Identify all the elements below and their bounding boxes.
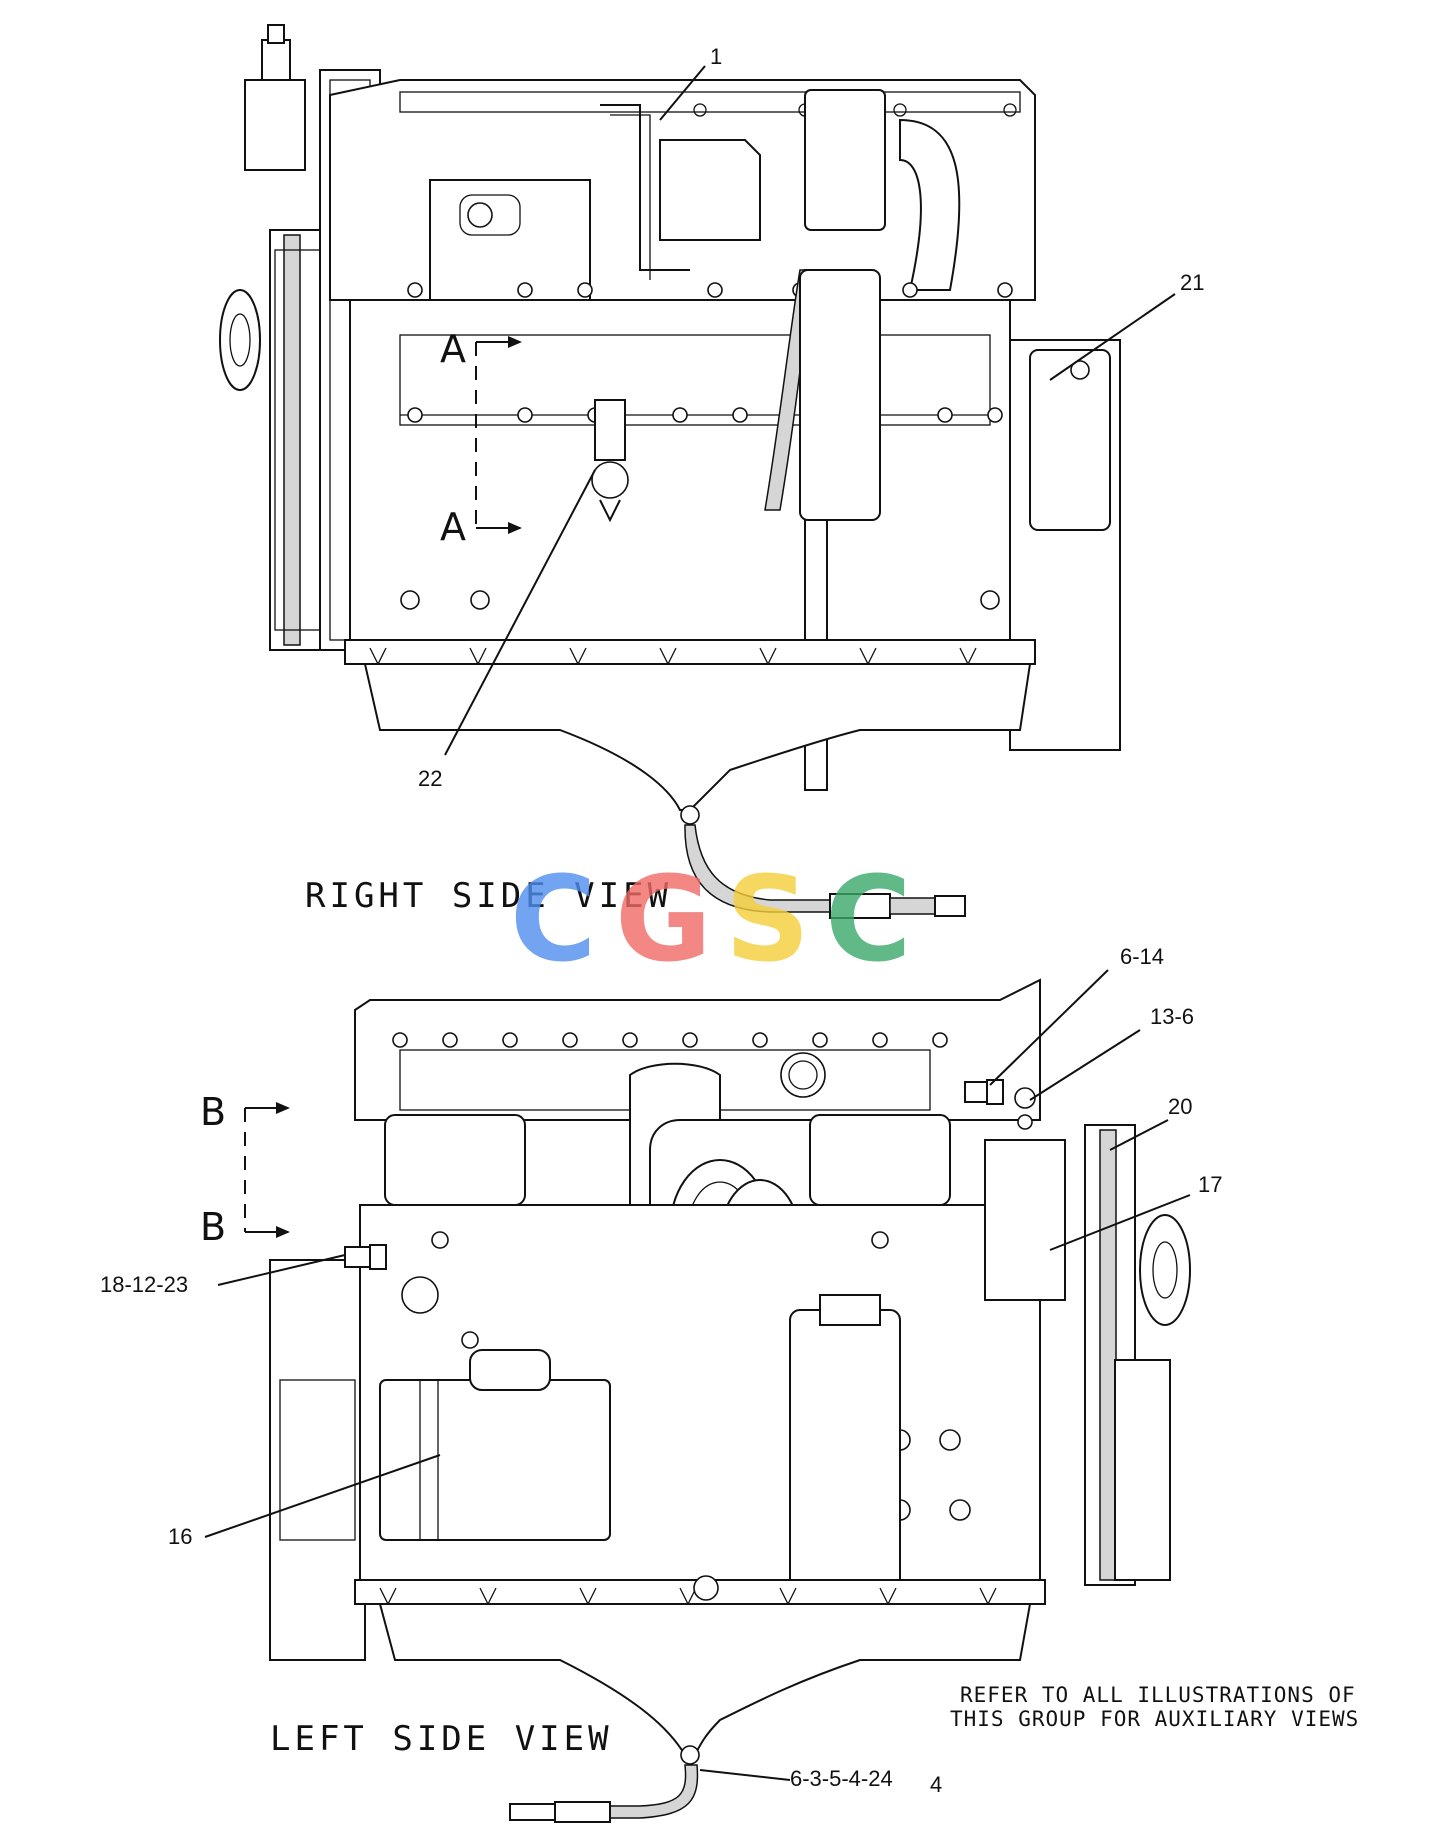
callout-22: 22: [418, 766, 442, 791]
section-a-bottom-label: A: [440, 505, 466, 549]
right-side-view-engine: [219, 24, 1121, 919]
section-a-top-label: A: [440, 327, 466, 371]
callout-21: 21: [1180, 270, 1204, 295]
watermark-letter-c2: C: [825, 850, 912, 988]
callout-6-14: 6-14: [1120, 944, 1164, 969]
left-side-view-engine: [269, 978, 1191, 1823]
callout-17: 17: [1198, 1172, 1222, 1197]
watermark-letter-g: G: [615, 850, 712, 988]
note-line-1: REFER TO ALL ILLUSTRATIONS OF: [960, 1683, 1356, 1707]
callout-20: 20: [1168, 1094, 1192, 1119]
callout-16: 16: [168, 1524, 192, 1549]
section-b-top-label: B: [200, 1090, 226, 1134]
section-b-bottom-label: B: [200, 1205, 226, 1249]
left-side-view-title: LEFT SIDE VIEW: [270, 1719, 613, 1759]
callout-6-3-5-4-24: 6-3-5-4-24: [790, 1766, 893, 1791]
right-view-leaders: [444, 65, 1176, 756]
watermark-letter-c1: C: [510, 850, 597, 988]
callout-1: 1: [710, 44, 722, 69]
callout-4: 4: [930, 1772, 942, 1797]
section-b-marker: B B: [200, 1090, 290, 1249]
callout-13-6: 13-6: [1150, 1004, 1194, 1029]
watermark-letter-s: S: [725, 850, 810, 988]
section-a-marker: A A: [440, 327, 522, 549]
right-side-view-title: RIGHT SIDE VIEW: [305, 876, 672, 916]
note-line-2: THIS GROUP FOR AUXILIARY VIEWS: [950, 1707, 1359, 1731]
left-view-leaders: [204, 969, 1191, 1781]
cgsc-watermark: C G S C: [510, 850, 912, 988]
callout-18-12-23: 18-12-23: [100, 1272, 188, 1297]
